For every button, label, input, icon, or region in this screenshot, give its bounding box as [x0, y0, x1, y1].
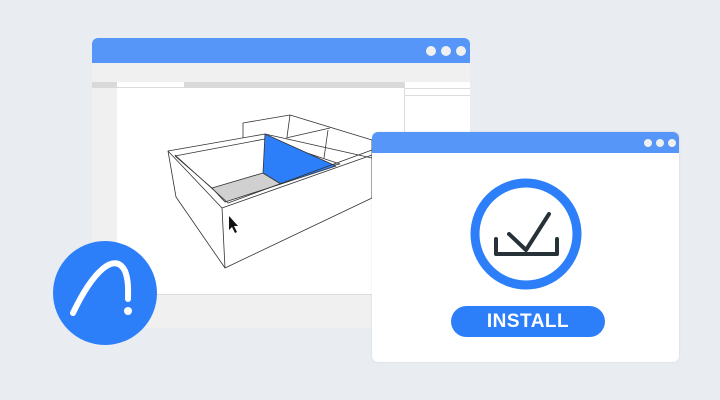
tab-strip	[92, 82, 404, 88]
selected-wall	[262, 133, 337, 185]
window-dot[interactable]	[668, 139, 676, 147]
active-tab[interactable]	[117, 82, 184, 87]
window-dot[interactable]	[656, 139, 664, 147]
window-dot[interactable]	[441, 46, 451, 56]
install-window: INSTALL	[372, 132, 679, 362]
partition-edge	[285, 127, 331, 139]
wall-inner-edge	[174, 149, 373, 204]
archicad-logo	[53, 241, 157, 345]
window-dot[interactable]	[644, 139, 652, 147]
toolbar	[92, 63, 470, 82]
install-button[interactable]: INSTALL	[451, 306, 605, 337]
panel-line	[405, 88, 470, 89]
cursor-icon	[229, 216, 238, 233]
panel-line	[405, 95, 470, 96]
window-dot[interactable]	[426, 46, 436, 56]
partition-edge	[286, 114, 291, 138]
archicad-logo-icon	[70, 260, 132, 316]
title-bar	[372, 132, 679, 153]
title-bar	[92, 38, 470, 63]
download-check-icon	[470, 178, 582, 290]
window-dot[interactable]	[456, 46, 466, 56]
wall-corner-edge	[221, 207, 226, 269]
partition-edge	[323, 129, 329, 159]
